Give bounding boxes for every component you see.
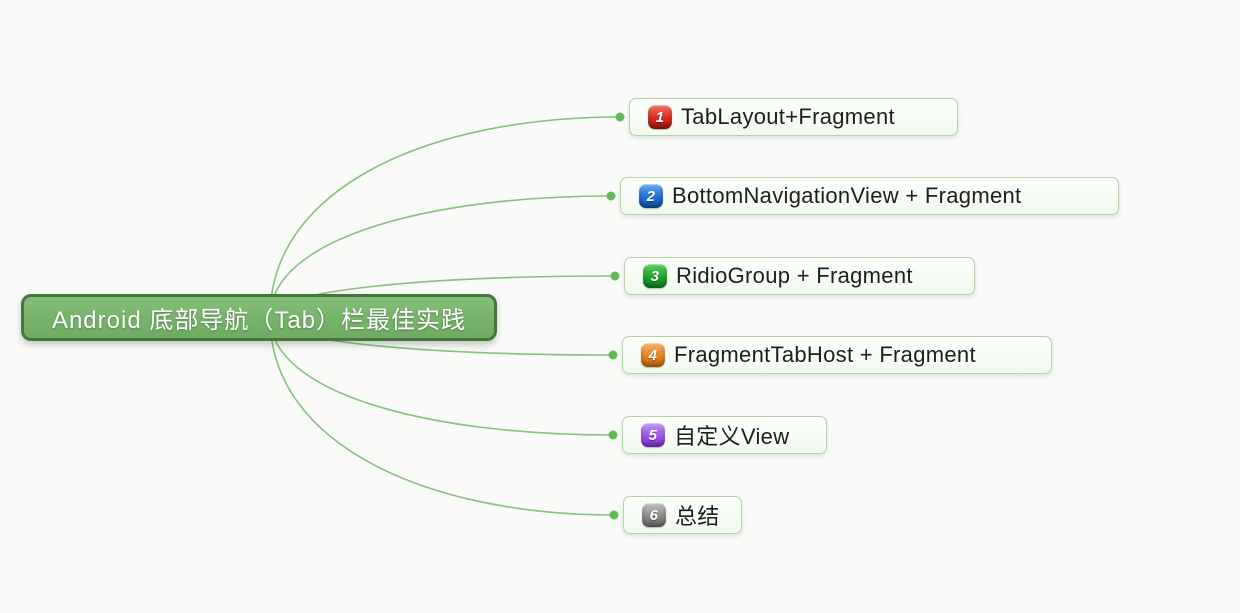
edge-branch-1 (269, 116, 621, 318)
branch-label: FragmentTabHost + Fragment (674, 342, 976, 367)
branch-node-custom-view[interactable]: 5 自定义View (622, 416, 827, 454)
keycap-5-icon: 5 (641, 423, 665, 447)
branch-label: TabLayout+Fragment (681, 104, 895, 129)
branch-node-ridiogroup-fragment[interactable]: 3 RidioGroup + Fragment (624, 257, 975, 295)
edge-dot-1 (615, 112, 625, 122)
keycap-6-icon: 6 (642, 503, 666, 527)
keycap-1-icon: 1 (648, 105, 672, 129)
branch-label: BottomNavigationView + Fragment (672, 183, 1022, 208)
keycap-2-icon: 2 (639, 184, 663, 208)
branch-label: 总结 (675, 504, 720, 529)
edge-branch-6 (269, 316, 615, 516)
branch-label: RidioGroup + Fragment (676, 263, 913, 288)
edge-dot-2 (606, 191, 616, 201)
branch-node-fragmenttabhost-fragment[interactable]: 4 FragmentTabHost + Fragment (622, 336, 1052, 374)
keycap-3-icon: 3 (643, 264, 667, 288)
edge-dot-5 (608, 430, 618, 440)
edge-dot-3 (610, 271, 620, 281)
edge-branch-2 (269, 195, 612, 318)
edge-dot-6 (609, 510, 619, 520)
root-node-label: Android 底部导航（Tab）栏最佳实践 (51, 307, 467, 334)
keycap-4-icon: 4 (641, 343, 665, 367)
branch-label: 自定义View (674, 424, 790, 449)
edge-branch-5 (269, 316, 614, 436)
branch-node-bottomnavigationview-fragment[interactable]: 2 BottomNavigationView + Fragment (620, 177, 1119, 215)
branch-node-tablayout-fragment[interactable]: 1 TabLayout+Fragment (629, 98, 958, 136)
edge-dot-4 (608, 350, 618, 360)
root-node[interactable]: Android 底部导航（Tab）栏最佳实践 (21, 294, 497, 341)
branch-node-summary[interactable]: 6 总结 (623, 496, 742, 534)
